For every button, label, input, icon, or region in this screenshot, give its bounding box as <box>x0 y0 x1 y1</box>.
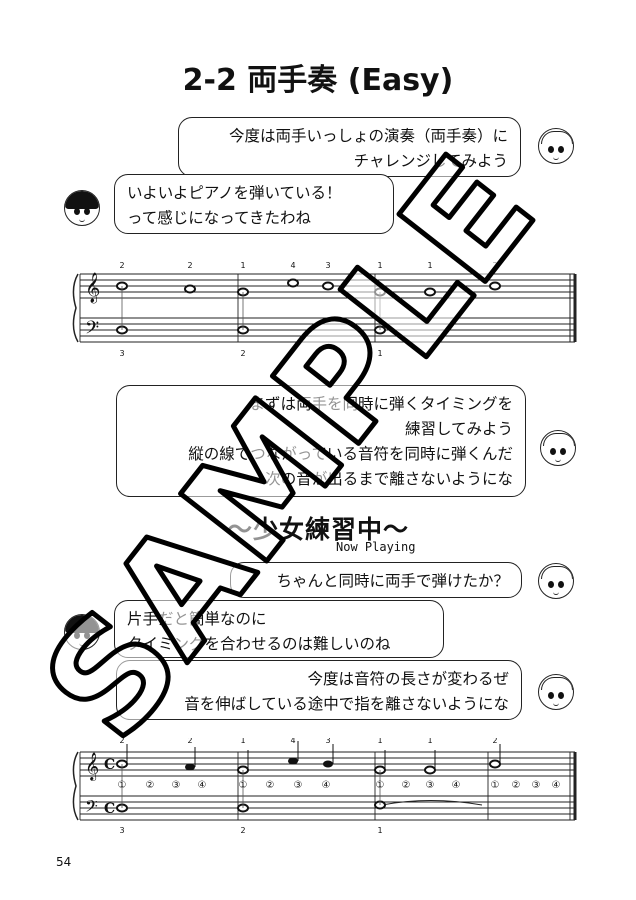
character-face-icon <box>538 563 574 599</box>
character-face-icon <box>64 190 100 226</box>
finger-number: 4 <box>290 738 295 745</box>
beat-count: ② <box>512 780 521 791</box>
beat-count: ② <box>266 780 275 791</box>
finger-number: 2 <box>492 738 497 745</box>
beat-count: ④ <box>552 780 561 791</box>
beat-count: ④ <box>452 780 461 791</box>
dialog-4-line-1: ちゃんと同時に両手で弾けたか？ <box>276 572 509 590</box>
finger-number: 1 <box>377 349 382 358</box>
finger-number: 1 <box>377 738 382 745</box>
time-signature: C <box>104 801 115 817</box>
finger-number: 2 <box>119 738 124 745</box>
music-score-2: 𝄞 𝄢 C C ① ② ③ ④ ① ② ③ ④ ① ② ③ ④ ① ② ③ ④ … <box>72 738 577 835</box>
svg-text:𝄢: 𝄢 <box>85 796 98 820</box>
finger-number: 2 <box>240 349 245 358</box>
dialog-3-line-3: 縦の線でつながっている音符を同時に弾くんだ <box>188 445 513 463</box>
dialog-2-line-2: って感じになってきたわね <box>127 209 311 227</box>
now-playing-banner: ～少女練習中～ Now Playing <box>0 510 636 554</box>
beat-count: ③ <box>532 780 541 791</box>
dialog-3-line-2: 練習してみよう <box>404 420 513 438</box>
speech-bubble-1: 今度は両手いっしょの演奏（両手奏）に チャレンジしてみよう <box>178 117 521 177</box>
finger-number: 4 <box>290 261 295 270</box>
beat-count: ③ <box>172 780 181 791</box>
beat-count: ② <box>402 780 411 791</box>
finger-number: 1 <box>240 261 245 270</box>
finger-number: 3 <box>325 261 330 270</box>
finger-number: 2 <box>187 738 192 745</box>
finger-number: 2 <box>492 261 497 270</box>
beat-count: ② <box>146 780 155 791</box>
finger-number: 2 <box>187 261 192 270</box>
finger-number: 3 <box>325 738 330 745</box>
finger-number: 1 <box>240 738 245 745</box>
character-face-icon <box>538 674 574 710</box>
finger-number: 3 <box>119 349 124 358</box>
speech-bubble-5: 片手だと簡単なのに タイミングを合わせるのは難しいのね <box>114 600 444 658</box>
dialog-3-line-4: 次の音が出るまで離さないようにな <box>265 470 513 488</box>
finger-number: 1 <box>427 261 432 270</box>
beat-count: ① <box>491 780 500 791</box>
dialog-5-line-1: 片手だと簡単なのに <box>127 610 267 628</box>
page-number: 54 <box>56 855 72 869</box>
beat-count: ③ <box>294 780 303 791</box>
beat-count: ① <box>118 780 127 791</box>
character-face-icon <box>64 614 100 650</box>
beat-count: ④ <box>198 780 207 791</box>
finger-number: 2 <box>240 826 245 835</box>
finger-number: 1 <box>377 261 382 270</box>
speech-bubble-2: いよいよピアノを弾いている！ って感じになってきたわね <box>114 174 394 234</box>
music-score-1: 𝄞 𝄢 2 2 1 4 3 1 1 2 3 2 1 <box>72 261 577 358</box>
dialog-2-line-1: いよいよピアノを弾いている！ <box>127 184 342 202</box>
speech-bubble-4: ちゃんと同時に両手で弾けたか？ <box>230 562 522 598</box>
beat-count: ④ <box>322 780 331 791</box>
dialog-6-line-1: 今度は音符の長さが変わるぜ <box>307 670 509 688</box>
beat-count: ③ <box>426 780 435 791</box>
beat-count: ① <box>239 780 248 791</box>
time-signature: C <box>104 757 115 773</box>
dialog-6-line-2: 音を伸ばしている途中で指を離さないようにな <box>184 695 509 713</box>
character-face-icon <box>540 430 576 466</box>
dialog-5-line-2: タイミングを合わせるのは難しいのね <box>127 635 391 653</box>
speech-bubble-6: 今度は音符の長さが変わるぜ 音を伸ばしている途中で指を離さないようにな <box>116 660 522 720</box>
beat-count: ① <box>376 780 385 791</box>
dialog-1-line-2: チャレンジしてみよう <box>353 152 508 170</box>
character-face-icon <box>538 128 574 164</box>
svg-text:𝄢: 𝄢 <box>85 318 99 343</box>
now-playing-title: ～少女練習中～ <box>226 515 409 544</box>
finger-number: 1 <box>377 826 382 835</box>
dialog-1-line-1: 今度は両手いっしょの演奏（両手奏）に <box>228 127 508 145</box>
now-playing-subtitle: Now Playing <box>336 540 416 554</box>
finger-number: 1 <box>427 738 432 745</box>
svg-text:𝄞: 𝄞 <box>85 272 100 304</box>
finger-number: 2 <box>119 261 124 270</box>
finger-number: 3 <box>119 826 124 835</box>
dialog-3-line-1: まずは両手を同時に弾くタイミングを <box>249 395 513 413</box>
speech-bubble-3: まずは両手を同時に弾くタイミングを 練習してみよう 縦の線でつながっている音符を… <box>116 385 526 497</box>
page-title: 2-2 両手奏 (Easy) <box>182 63 454 98</box>
svg-text:𝄞: 𝄞 <box>85 752 99 781</box>
